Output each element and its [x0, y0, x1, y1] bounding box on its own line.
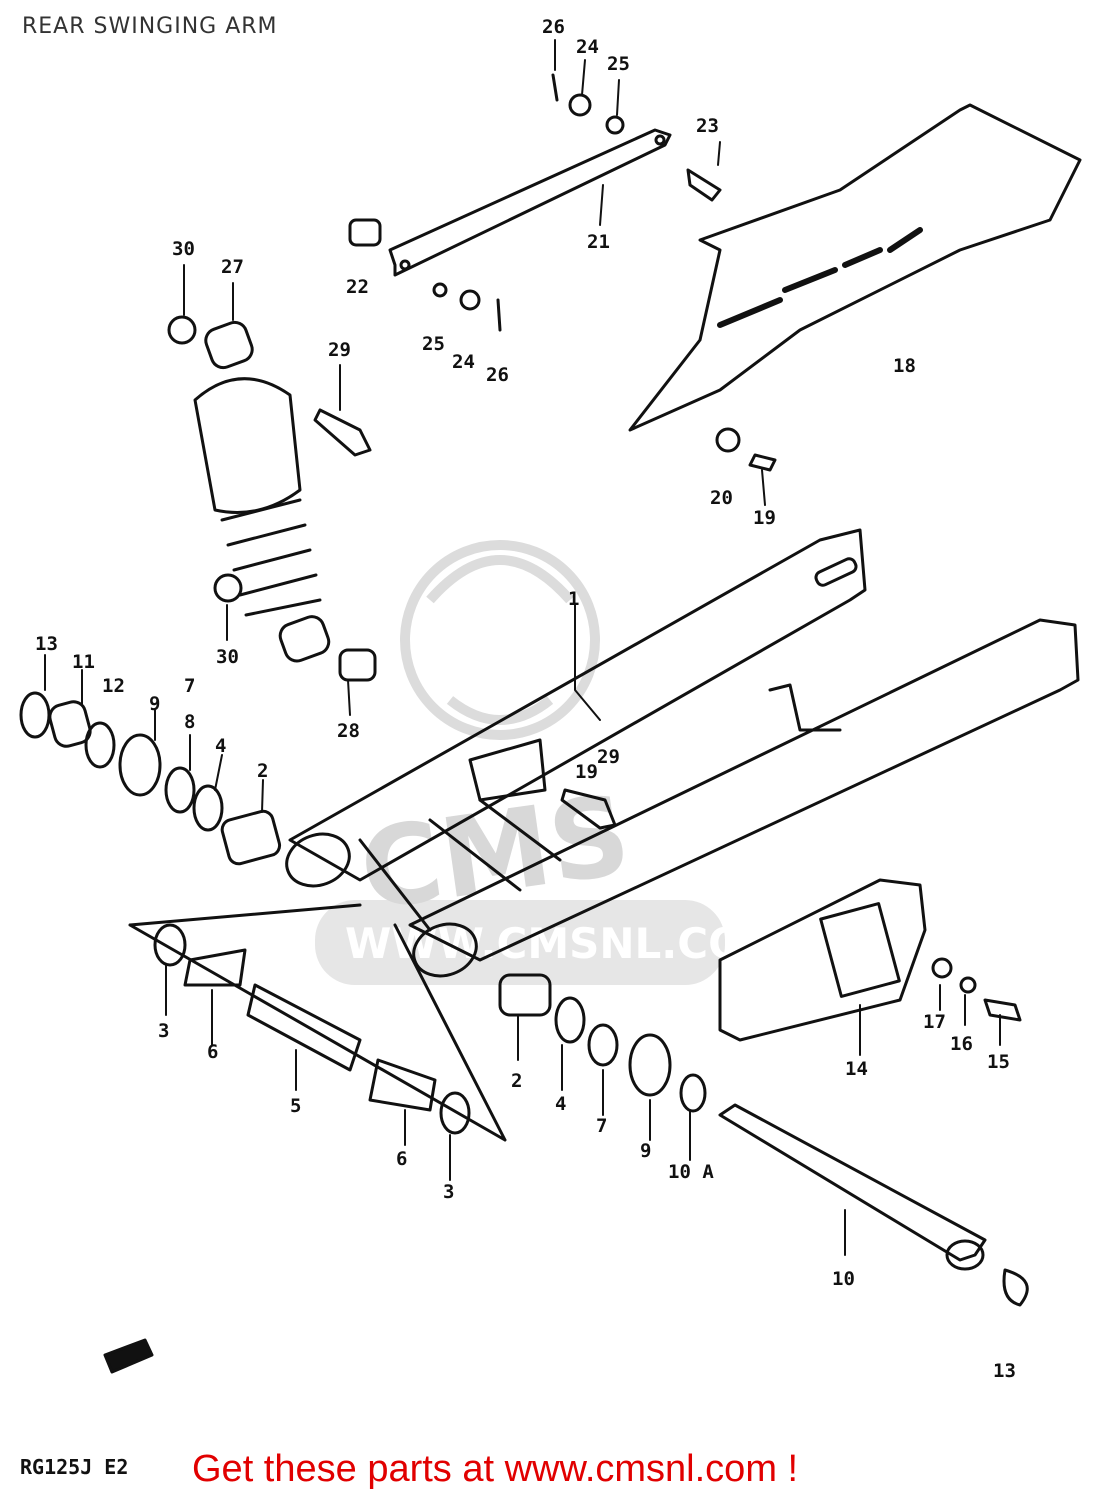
part-label: 25: [422, 333, 445, 355]
exploded-parts-diagram: CMS WWW.CMSNL.COM: [19, 16, 1082, 1382]
part-label: 3: [443, 1181, 454, 1203]
part-label: 10: [832, 1268, 855, 1290]
part-label: 23: [696, 115, 719, 137]
part-label: 30: [216, 646, 239, 668]
part-label: 15: [987, 1051, 1010, 1073]
part-label: 24: [576, 36, 599, 58]
part-label: 13: [993, 1360, 1016, 1382]
part-label: 21: [587, 231, 610, 253]
part-label: 7: [184, 675, 195, 697]
part-label: 28: [337, 720, 360, 742]
part-label: 9: [149, 693, 160, 715]
diagram-model-code: RG125J E2: [20, 1455, 129, 1479]
part-label: 26: [542, 16, 565, 38]
page-title: REAR SWINGING ARM: [22, 14, 278, 39]
part-label: 10 A: [668, 1161, 714, 1183]
watermark-url-text: WWW.CMSNL.COM: [345, 919, 786, 968]
footer-ad-link[interactable]: Get these parts at www.cmsnl.com !: [192, 1448, 799, 1490]
left-bushing-stack: [19, 691, 282, 866]
fasteners: [103, 73, 1029, 1374]
part-label: 18: [893, 355, 916, 377]
part-label: 20: [710, 487, 733, 509]
part-label: 2: [511, 1070, 522, 1092]
part-label: 9: [640, 1140, 651, 1162]
part-label: 22: [346, 276, 369, 298]
shock-absorber: [193, 320, 331, 663]
part-label: 6: [207, 1041, 218, 1063]
part-label: 19: [753, 507, 776, 529]
swing-arm: [285, 528, 1080, 978]
part-label: 30: [172, 238, 195, 260]
part-label: 11: [72, 651, 95, 673]
leader-lines: [44, 39, 1001, 1256]
part-label: 29: [597, 746, 620, 768]
torque-link: [388, 128, 672, 277]
part-label: 26: [486, 364, 509, 386]
part-label: 5: [290, 1095, 301, 1117]
part-labels: 1 2 2 3 3 4 4 5 6 6 7 7 8 9 9 10 10 A 11…: [35, 16, 1016, 1382]
swing-arm-pivot-axle: [718, 1103, 987, 1262]
part-label: 2: [257, 760, 268, 782]
part-label: 6: [396, 1148, 407, 1170]
part-label: 7: [596, 1115, 607, 1137]
chain-case: [628, 103, 1082, 432]
part-label: 4: [215, 735, 226, 757]
part-label: 8: [184, 711, 195, 733]
chain-adjuster: [718, 878, 927, 1042]
part-label: 3: [158, 1020, 169, 1042]
right-bushing-stack: [498, 973, 707, 1113]
part-label: 14: [845, 1058, 868, 1080]
part-label: 27: [221, 256, 244, 278]
part-label: 29: [328, 339, 351, 361]
part-label: 17: [923, 1011, 946, 1033]
lower-bushing-stack: [128, 903, 507, 1142]
part-label: 24: [452, 351, 475, 373]
part-label: 1: [568, 588, 579, 610]
part-label: 16: [950, 1033, 973, 1055]
part-label: 25: [607, 53, 630, 75]
part-label: 12: [102, 675, 125, 697]
part-label: 4: [555, 1093, 566, 1115]
part-label: 13: [35, 633, 58, 655]
part-label: 19: [575, 761, 598, 783]
